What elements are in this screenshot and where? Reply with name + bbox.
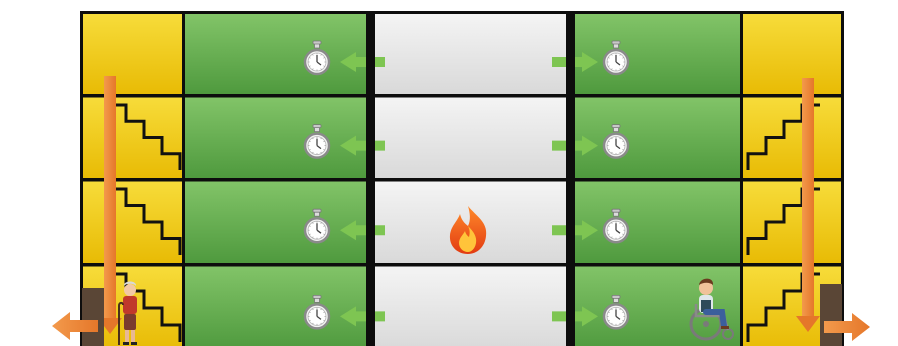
left-stairwell-floor-3 [83, 97, 183, 178]
floor-slab-2 [80, 179, 844, 182]
left-refuge-zone-floor-4 [185, 14, 366, 94]
floor-slab-1 [80, 95, 844, 98]
right-refuge-zone-floor-4 [575, 14, 741, 94]
corridor-floor-4 [375, 14, 566, 94]
right-refuge-zone-floor-2 [575, 181, 741, 263]
floor-slab-3 [80, 264, 844, 267]
left-exit-door [82, 288, 104, 346]
left-refuge-zone-floor-3 [185, 97, 366, 178]
left-stairwell-floor-2 [83, 181, 183, 263]
right-stairwell-floor-2 [743, 181, 841, 263]
right-stairwell-floor-3 [743, 97, 841, 178]
right-stairwell-floor-4 [743, 14, 841, 94]
right-refuge-zone-floor-3 [575, 97, 741, 178]
right-exit-door [820, 284, 842, 346]
right-stairwell-wall [740, 11, 743, 346]
left-stairwell-wall [182, 11, 185, 346]
corridor-floor-3 [375, 97, 566, 178]
left-refuge-zone-floor-2 [185, 181, 366, 263]
corridor-wall-right [566, 11, 575, 346]
corridor-wall-left [366, 11, 375, 346]
left-refuge-zone-floor-1 [185, 266, 366, 346]
corridor-floor-1 [375, 266, 566, 346]
left-stairwell-floor-4 [83, 14, 183, 94]
